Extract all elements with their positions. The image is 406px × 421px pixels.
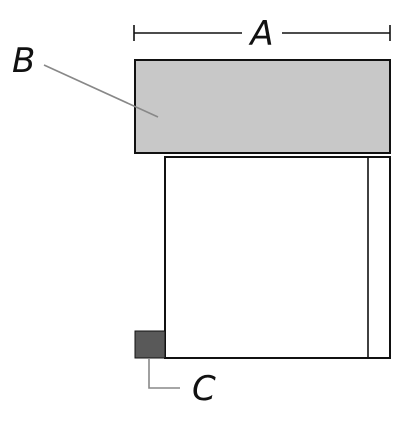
top-panel-b [134, 59, 391, 154]
label-c: C [192, 369, 216, 409]
small-block-c [134, 330, 166, 359]
label-a: A [248, 14, 273, 54]
leader-line-c [148, 358, 180, 389]
dimension-a: A [133, 14, 391, 54]
cabinet-body [164, 156, 391, 359]
leader-line-b [43, 64, 159, 118]
label-b: B [12, 41, 35, 81]
